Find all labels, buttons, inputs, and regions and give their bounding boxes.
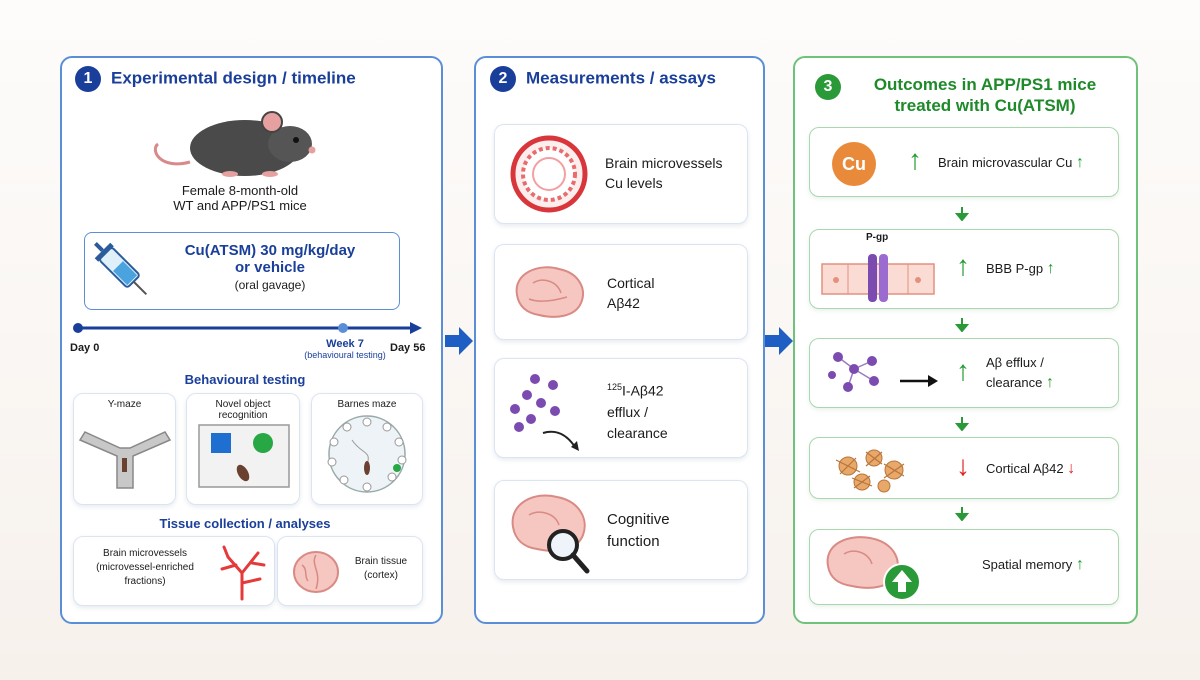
tissue-card-brain: Brain tissue (cortex) <box>277 536 423 606</box>
brain-magnifier-icon <box>511 494 590 574</box>
test-card-barnes: Barnes maze <box>311 393 423 505</box>
assay-card-abeta: Cortical Aβ42 <box>494 244 748 340</box>
microvessel-cross-section-icon <box>510 135 588 213</box>
down-arrow-icon: ↓ <box>956 450 970 481</box>
up-arrow-icon: ↑ <box>1046 374 1054 391</box>
down-arrow-icon: ↓ <box>1067 460 1076 477</box>
flow-arrow-1-icon <box>445 327 473 355</box>
pgp-label: P-gp <box>866 232 889 243</box>
y-maze-icon <box>78 431 172 489</box>
panel1-number: 1 <box>75 66 101 92</box>
novel-object-icon <box>198 424 290 488</box>
tissue-heading: Tissue collection / analyses <box>159 516 331 531</box>
barnes-maze-icon <box>327 415 407 493</box>
outcome-card-cortical: ↓ Cortical Aβ42 ↓ <box>809 437 1119 499</box>
panel3-title: 3 Outcomes in APP/PS1 mice treated with … <box>815 74 1135 116</box>
peptide-particles-icon <box>510 374 579 451</box>
syringe-icon <box>94 242 148 296</box>
assay-card-cognitive: Cognitive function <box>494 480 748 580</box>
timeline-mid: Week 7 (behavioural testing) <box>304 338 386 360</box>
up-arrow-icon: ↑ <box>1076 154 1084 171</box>
mice-description: Female 8-month-old WT and APP/PS1 mice <box>173 183 307 213</box>
tissue-card-microvessels: Brain microvessels (microvessel-enriched… <box>73 536 275 606</box>
timeline-start: Day 0 <box>70 342 100 354</box>
brain-icon <box>515 266 584 318</box>
assay-card-efflux: 125I-Aβ42 efflux / clearance <box>494 358 748 458</box>
panel2-number: 2 <box>490 66 516 92</box>
timeline-end: Day 56 <box>390 342 426 354</box>
behaviour-heading: Behavioural testing <box>184 372 306 387</box>
outcome-card-cu: Cu ↑ Brain microvascular Cu ↑ <box>809 127 1119 197</box>
flow-arrow-2-icon <box>765 327 793 355</box>
up-arrow-icon: ↑ <box>1046 260 1055 277</box>
cu-badge: Cu <box>832 142 876 186</box>
up-arrow-icon: ↑ <box>1075 556 1084 573</box>
plaques-icon <box>835 449 905 493</box>
outcome-card-pgp: P-gp ↑ BBB P-gp ↑ <box>809 229 1119 309</box>
down-connector-icon <box>955 507 969 521</box>
down-connector-icon <box>955 318 969 332</box>
bbb-pgp-icon <box>821 254 935 302</box>
up-arrow-icon: ↑ <box>956 250 970 281</box>
test-card-ymaze: Y-maze <box>73 393 176 505</box>
brain-improvement-icon <box>826 536 921 601</box>
panel3-number: 3 <box>815 74 841 100</box>
microvessel-icon <box>220 545 266 601</box>
up-arrow-icon: ↑ <box>956 355 970 386</box>
abeta-efflux-icon <box>828 352 938 392</box>
down-connector-icon <box>955 207 969 221</box>
outcome-card-memory: Spatial memory ↑ <box>809 529 1119 605</box>
treatment-box <box>84 232 400 310</box>
mouse-icon <box>153 111 316 177</box>
up-arrow-icon: ↑ <box>908 144 922 175</box>
outcome-card-efflux: ↑ Aβ efflux / clearance ↑ <box>809 338 1119 408</box>
timeline-axis <box>73 322 422 334</box>
test-card-nor: Novel object recognition <box>186 393 300 505</box>
down-connector-icon <box>955 417 969 431</box>
brain-section-icon <box>293 551 339 593</box>
assay-card-cu: Brain microvessels Cu levels <box>494 124 748 224</box>
treatment-text: Cu(ATSM) 30 mg/kg/day or vehicle (oral g… <box>184 242 356 292</box>
